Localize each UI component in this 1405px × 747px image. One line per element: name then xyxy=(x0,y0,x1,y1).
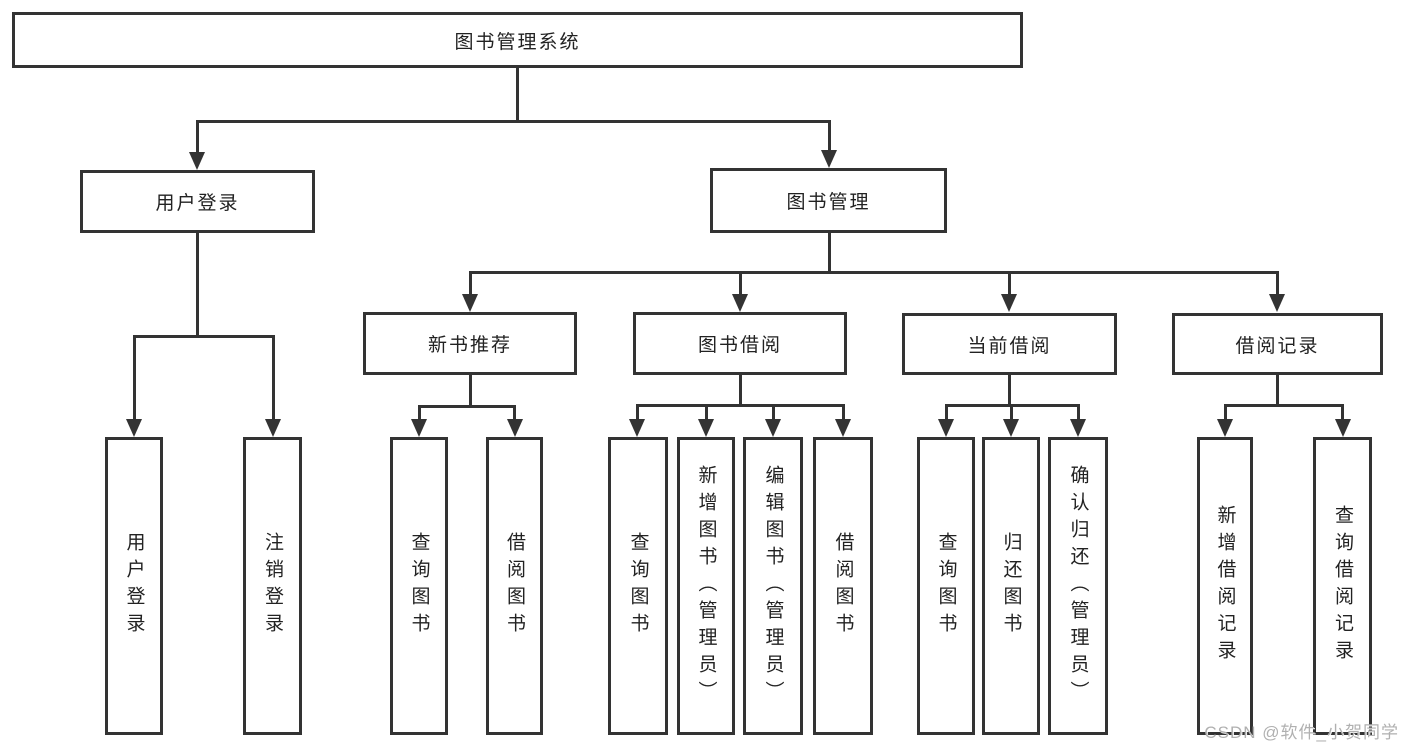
leaf-return-books: 归还图书 xyxy=(982,437,1040,735)
node-book-management-label: 图书管理 xyxy=(786,192,871,213)
connector-v-line xyxy=(515,68,519,123)
connector-h-line xyxy=(637,404,844,407)
csdn-watermark: CSDN @软件_小贺同学 xyxy=(1204,723,1399,742)
leaf-borrowing-query-books: 查询图书 xyxy=(608,437,668,735)
arrow-down xyxy=(411,405,427,437)
arrow-down xyxy=(629,404,645,437)
arrow-down xyxy=(1217,404,1233,437)
leaf-current-query-books: 查询图书 xyxy=(917,437,975,735)
leaf-current-query-books-label: 查询图书 xyxy=(935,532,957,640)
arrow-down xyxy=(698,404,714,437)
arrow-down xyxy=(462,271,478,312)
leaf-return-books-label: 归还图书 xyxy=(1000,532,1022,640)
node-current-borrowing: 当前借阅 xyxy=(902,313,1117,375)
node-root: 图书管理系统 xyxy=(12,12,1023,68)
leaf-logout: 注销登录 xyxy=(243,437,302,735)
connector-h-line xyxy=(197,120,829,123)
leaf-query-borrow-record-label: 查询借阅记录 xyxy=(1332,505,1353,667)
node-root-label: 图书管理系统 xyxy=(454,31,581,53)
leaf-add-borrow-record: 新增借阅记录 xyxy=(1197,437,1253,735)
arrow-down xyxy=(1003,404,1019,437)
leaf-user-login-label: 用户登录 xyxy=(123,532,145,640)
leaf-edit-books-admin: 编辑图书（管理员） xyxy=(743,437,803,735)
leaf-add-books-admin-label: 新增图书（管理员） xyxy=(695,464,717,708)
connector-v-line xyxy=(468,375,472,408)
connector-h-line xyxy=(470,271,1278,274)
leaf-add-books-admin: 新增图书（管理员） xyxy=(677,437,735,735)
node-borrowing-records-label: 借阅记录 xyxy=(1235,335,1320,357)
leaf-recommend-query-books: 查询图书 xyxy=(390,437,448,735)
arrow-down xyxy=(126,335,142,437)
arrow-down xyxy=(765,404,781,437)
leaf-query-borrow-record: 查询借阅记录 xyxy=(1313,437,1372,735)
connector-h-line xyxy=(1225,404,1344,407)
leaf-borrowing-borrow-books-label: 借阅图书 xyxy=(832,532,854,640)
leaf-confirm-return-admin: 确认归还（管理员） xyxy=(1048,437,1108,735)
arrow-down xyxy=(189,120,205,170)
connector-v-line xyxy=(1275,375,1279,407)
connector-v-line xyxy=(738,375,742,407)
arrow-down xyxy=(821,120,837,168)
node-new-book-recommendation: 新书推荐 xyxy=(363,312,577,375)
node-user-login: 用户登录 xyxy=(80,170,315,233)
connector-v-line xyxy=(1007,375,1011,407)
arrow-down xyxy=(506,405,523,437)
leaf-borrowing-borrow-books: 借阅图书 xyxy=(813,437,873,735)
connector-v-line xyxy=(827,233,831,274)
arrow-down xyxy=(938,404,954,437)
leaf-user-login: 用户登录 xyxy=(105,437,163,735)
leaf-recommend-borrow-books: 借阅图书 xyxy=(486,437,543,735)
arrow-down xyxy=(732,271,748,312)
leaf-add-borrow-record-label: 新增借阅记录 xyxy=(1214,505,1236,667)
node-current-borrowing-label: 当前借阅 xyxy=(967,335,1052,357)
node-new-book-recommendation-label: 新书推荐 xyxy=(427,335,512,356)
arrow-down xyxy=(835,404,851,437)
leaf-confirm-return-admin-label: 确认归还（管理员） xyxy=(1067,464,1089,708)
arrow-down xyxy=(265,335,281,437)
connector-h-line xyxy=(134,335,274,338)
connector-v-line xyxy=(196,233,199,338)
node-book-borrowing-label: 图书借阅 xyxy=(697,335,782,356)
node-user-login-label: 用户登录 xyxy=(155,193,240,214)
arrow-down xyxy=(1334,404,1351,437)
arrow-down xyxy=(1001,271,1017,312)
node-book-management: 图书管理 xyxy=(710,168,947,233)
node-book-borrowing: 图书借阅 xyxy=(633,312,847,375)
leaf-recommend-query-books-label: 查询图书 xyxy=(408,532,430,640)
leaf-borrowing-query-books-label: 查询图书 xyxy=(627,532,649,640)
arrow-down xyxy=(1269,271,1285,312)
arrow-down xyxy=(1070,404,1086,437)
leaf-edit-books-admin-label: 编辑图书（管理员） xyxy=(762,464,784,708)
connector-h-line xyxy=(946,404,1080,407)
node-borrowing-records: 借阅记录 xyxy=(1172,313,1383,375)
leaf-recommend-borrow-books-label: 借阅图书 xyxy=(504,532,525,640)
leaf-logout-label: 注销登录 xyxy=(262,532,283,640)
connector-h-line xyxy=(419,405,516,408)
